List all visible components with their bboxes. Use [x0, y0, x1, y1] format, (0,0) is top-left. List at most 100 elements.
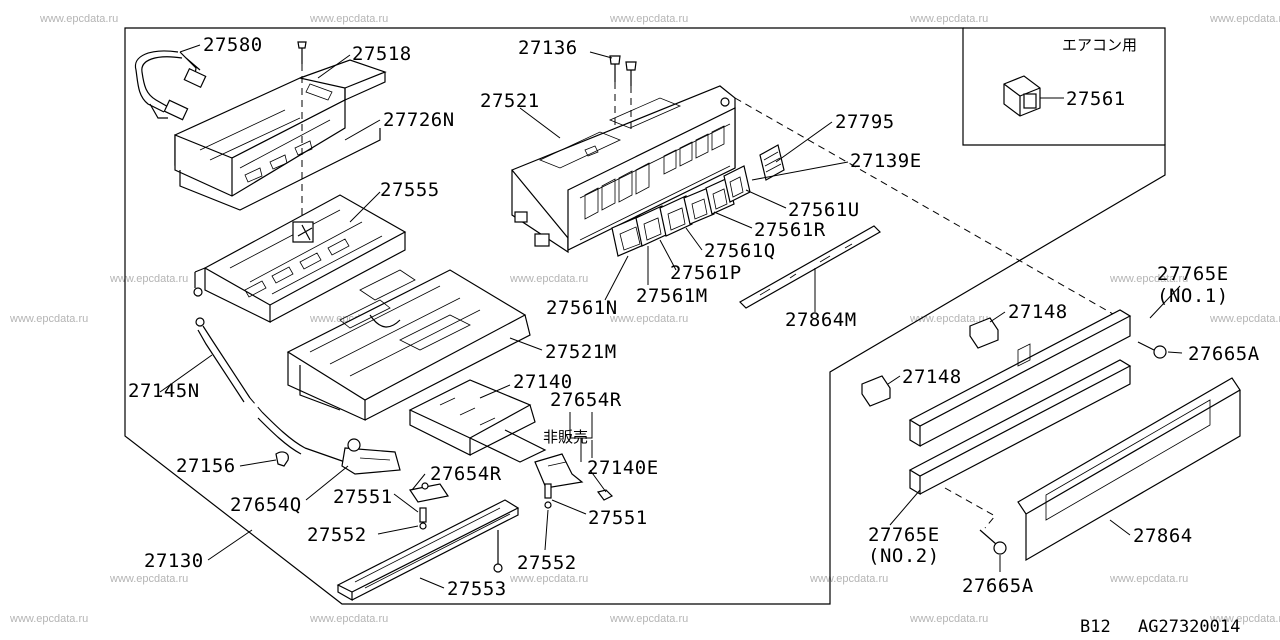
label-27580: 27580	[203, 34, 263, 56]
lever-plate-27555	[193, 194, 407, 323]
screw-27665A-bottom	[944, 487, 1007, 555]
label-27140: 27140	[513, 371, 573, 393]
not-for-sale-note: 非販売	[543, 428, 588, 446]
watermark: www.epcdata.ru	[909, 13, 988, 25]
label-27552-right: 27552	[517, 552, 577, 574]
label-27864M: 27864M	[785, 309, 857, 331]
frame-27521M	[286, 269, 531, 421]
label-27654R-lower: 27654R	[430, 463, 502, 485]
cable-27145N	[195, 317, 346, 463]
watermark: www.epcdata.ru	[1109, 573, 1188, 585]
label-27136: 27136	[518, 37, 578, 59]
leader-lines	[159, 44, 1183, 589]
label-27521M: 27521M	[545, 341, 617, 363]
watermark: www.epcdata.ru	[39, 13, 118, 25]
label-27139E: 27139E	[850, 150, 922, 172]
harness-27580	[134, 50, 207, 121]
screw-27518	[297, 41, 307, 240]
label-27561N: 27561N	[546, 297, 618, 319]
label-27561R: 27561R	[754, 219, 826, 241]
watermark: www.epcdata.ru	[1209, 613, 1280, 625]
screw-27665A-right	[1137, 341, 1167, 359]
label-27551-left: 27551	[333, 486, 393, 508]
label-27765E-no2: 27765E	[868, 524, 940, 546]
bracket-27765E-no2	[908, 359, 1132, 496]
label-27145N: 27145N	[128, 380, 200, 402]
label-27654Q: 27654Q	[230, 494, 302, 516]
watermark: www.epcdata.ru	[609, 313, 688, 325]
lever-27654Q	[341, 438, 401, 475]
watermark: www.epcdata.ru	[509, 573, 588, 585]
diagram-code: AG27320014	[1138, 617, 1240, 637]
bracket-27765E-no1	[908, 309, 1132, 448]
label-27726N: 27726N	[383, 109, 455, 131]
label-27156: 27156	[176, 455, 236, 477]
label-27561: 27561	[1066, 88, 1126, 110]
label-27518: 27518	[352, 43, 412, 65]
lever-27654R-left	[409, 482, 449, 503]
assembly-boundary	[124, 27, 1166, 605]
watermark: www.epcdata.ru	[309, 613, 388, 625]
knob-27795	[759, 144, 785, 181]
watermark: www.epcdata.ru	[509, 273, 588, 285]
label-27555: 27555	[380, 179, 440, 201]
indicator-strip-27864M	[739, 225, 881, 309]
button-cluster-27561	[611, 165, 751, 257]
watermark-layer: www.epcdata.ru www.epcdata.ru www.epcdat…	[9, 13, 1280, 625]
label-27795: 27795	[835, 111, 895, 133]
panel-27140	[408, 379, 547, 463]
label-27665A-bottom: 27665A	[962, 575, 1034, 597]
clip-27156	[275, 451, 289, 467]
screw-27552	[493, 530, 503, 573]
label-27561U: 27561U	[788, 199, 860, 221]
watermark: www.epcdata.ru	[909, 613, 988, 625]
slider-rail-27553	[336, 499, 520, 602]
label-27130: 27130	[144, 550, 204, 572]
label-no2: (NO.2)	[868, 545, 940, 567]
spring-27551-left	[419, 507, 427, 530]
watermark: www.epcdata.ru	[109, 273, 188, 285]
clip-27148-b	[861, 375, 891, 407]
label-27551-right: 27551	[588, 507, 648, 529]
label-no1: (NO.1)	[1157, 285, 1229, 307]
guide-line	[734, 97, 1121, 319]
clip-27148-a	[969, 317, 999, 349]
ac-switch-27561	[1003, 75, 1041, 117]
label-27765E-no1: 27765E	[1157, 263, 1229, 285]
block-27140E	[596, 489, 614, 501]
control-housing-27521	[511, 85, 736, 254]
lever-27654R-right	[534, 453, 584, 489]
label-27561P: 27561P	[670, 262, 742, 284]
watermark: www.epcdata.ru	[9, 613, 88, 625]
label-27665A-right: 27665A	[1188, 343, 1260, 365]
label-27864: 27864	[1133, 525, 1193, 547]
watermark: www.epcdata.ru	[909, 313, 988, 325]
part-labels: 27580 27518 27726N 27555 27136 27521 277…	[128, 34, 1260, 600]
watermark: www.epcdata.ru	[1209, 313, 1280, 325]
watermark: www.epcdata.ru	[109, 573, 188, 585]
watermark: www.epcdata.ru	[1209, 13, 1280, 25]
inset-title: エアコン用	[1062, 36, 1137, 54]
label-27553: 27553	[447, 578, 507, 600]
watermark: www.epcdata.ru	[609, 613, 688, 625]
label-27521: 27521	[480, 90, 540, 112]
inset-box	[963, 27, 1166, 145]
label-27148-upper: 27148	[1008, 301, 1068, 323]
label-27654R-upper: 27654R	[550, 389, 622, 411]
label-27148-lower: 27148	[902, 366, 962, 388]
label-27140E: 27140E	[587, 457, 659, 479]
watermark: www.epcdata.ru	[809, 573, 888, 585]
watermark: www.epcdata.ru	[309, 13, 388, 25]
lens-27864	[1017, 377, 1241, 562]
watermark: www.epcdata.ru	[9, 313, 88, 325]
watermark: www.epcdata.ru	[1109, 273, 1188, 285]
screws-27136	[609, 55, 637, 132]
label-27561M: 27561M	[636, 285, 708, 307]
page-code: B12	[1080, 617, 1111, 637]
watermark: www.epcdata.ru	[609, 13, 688, 25]
label-27561Q: 27561Q	[704, 240, 776, 262]
spring-27551-right	[544, 483, 552, 509]
label-27552-left: 27552	[307, 524, 367, 546]
